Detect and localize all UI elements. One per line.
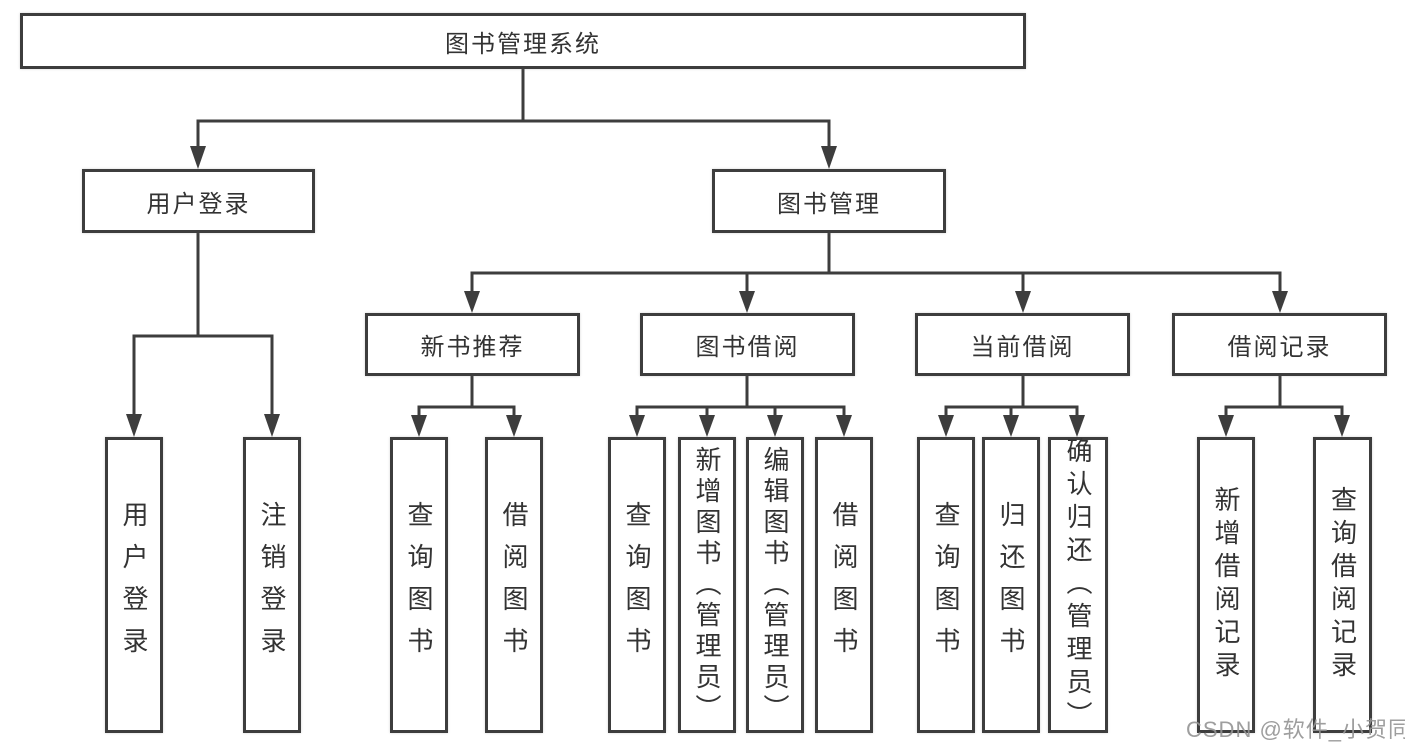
node-label: 图书管理 xyxy=(777,190,881,218)
node-borrow-books: 借阅图书 xyxy=(815,437,873,733)
node-user-login-leaf: 用户登录 xyxy=(105,437,163,733)
node-add-books-admin: 新增图书（管理员） xyxy=(678,437,736,733)
node-system-root: 图书管理系统 xyxy=(20,13,1026,69)
node-new-book-recommend: 新书推荐 xyxy=(365,313,580,376)
node-add-borrow-record: 新增借阅记录 xyxy=(1197,437,1255,733)
node-label: 注销登录 xyxy=(257,501,287,669)
node-query-books-current: 查询图书 xyxy=(917,437,975,733)
node-label: 借阅记录 xyxy=(1227,334,1332,361)
node-label: 图书管理系统 xyxy=(445,30,601,58)
csdn-watermark: CSDN @软件_小贺同学 xyxy=(1186,717,1405,742)
node-user-login: 用户登录 xyxy=(82,169,315,233)
arrowheads xyxy=(126,146,1350,437)
node-label: 借阅图书 xyxy=(829,501,859,669)
node-label: 确认归还（管理员） xyxy=(1063,436,1093,734)
node-logout: 注销登录 xyxy=(243,437,301,733)
node-label: 查询图书 xyxy=(622,501,652,669)
node-label: 用户登录 xyxy=(119,501,149,669)
node-current-borrow: 当前借阅 xyxy=(915,313,1130,376)
node-label: 新书推荐 xyxy=(420,334,525,361)
node-borrow-records: 借阅记录 xyxy=(1172,313,1387,376)
node-borrow-books-recommend: 借阅图书 xyxy=(485,437,543,733)
node-label: 当前借阅 xyxy=(970,334,1075,361)
node-query-books-borrow: 查询图书 xyxy=(608,437,666,733)
node-label: 用户登录 xyxy=(146,190,251,218)
node-label: 查询借阅记录 xyxy=(1327,486,1358,684)
node-label: 编辑图书（管理员） xyxy=(760,445,790,725)
node-edit-books-admin: 编辑图书（管理员） xyxy=(746,437,804,733)
node-label: 新增图书（管理员） xyxy=(692,445,722,725)
node-book-borrow: 图书借阅 xyxy=(640,313,855,376)
node-label: 归还图书 xyxy=(996,501,1026,669)
node-return-books: 归还图书 xyxy=(982,437,1040,733)
node-label: 查询图书 xyxy=(404,501,434,669)
node-query-books-recommend: 查询图书 xyxy=(390,437,448,733)
node-label: 图书借阅 xyxy=(695,334,800,361)
node-label: 借阅图书 xyxy=(499,501,529,669)
node-label: 新增借阅记录 xyxy=(1211,486,1241,684)
node-label: 查询图书 xyxy=(931,501,961,669)
node-confirm-return-admin: 确认归还（管理员） xyxy=(1048,436,1108,734)
node-book-management: 图书管理 xyxy=(712,169,946,233)
node-query-borrow-record: 查询借阅记录 xyxy=(1313,437,1372,733)
